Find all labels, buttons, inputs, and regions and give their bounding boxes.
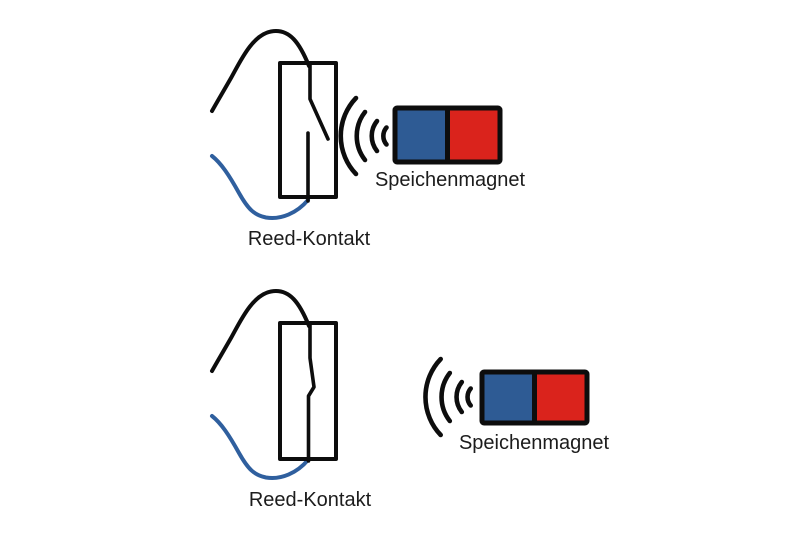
field-arc-icon [338, 95, 359, 177]
spoke-magnet [479, 369, 590, 426]
magnet-label: Speichenmagnet [459, 432, 610, 454]
magnet-outline [392, 105, 503, 165]
magnet-north-pole [482, 372, 535, 423]
field-arc-icon [381, 125, 389, 147]
reed-blade-closed [306, 322, 316, 463]
reed-blade-open [308, 62, 330, 141]
field-arcs [338, 95, 389, 177]
field-arc-icon [423, 356, 443, 438]
field-arc-icon [454, 379, 465, 415]
field-arc-icon [354, 109, 368, 163]
reed-contact-label: Reed-Kontakt [248, 228, 371, 250]
magnet-label: Speichenmagnet [375, 169, 526, 191]
magnet-south-pole [534, 372, 587, 423]
blue-wire [210, 414, 310, 480]
magnet-outline [479, 369, 590, 426]
figure-magnet-near: Speichenmagnet Reed-Kontakt [210, 29, 526, 250]
field-arc-icon [439, 370, 453, 424]
magnet-north-pole [395, 108, 448, 162]
magnet-south-pole [447, 108, 500, 162]
spoke-magnet [392, 105, 503, 165]
blue-wire [210, 154, 310, 220]
black-wire [210, 289, 311, 373]
black-wire [210, 29, 311, 113]
field-arc-icon [465, 386, 473, 408]
field-arcs [423, 356, 473, 438]
field-arc-icon [369, 118, 380, 154]
reed-contact-label: Reed-Kontakt [249, 489, 372, 511]
figure-magnet-far: Speichenmagnet Reed-Kontakt [210, 289, 610, 511]
